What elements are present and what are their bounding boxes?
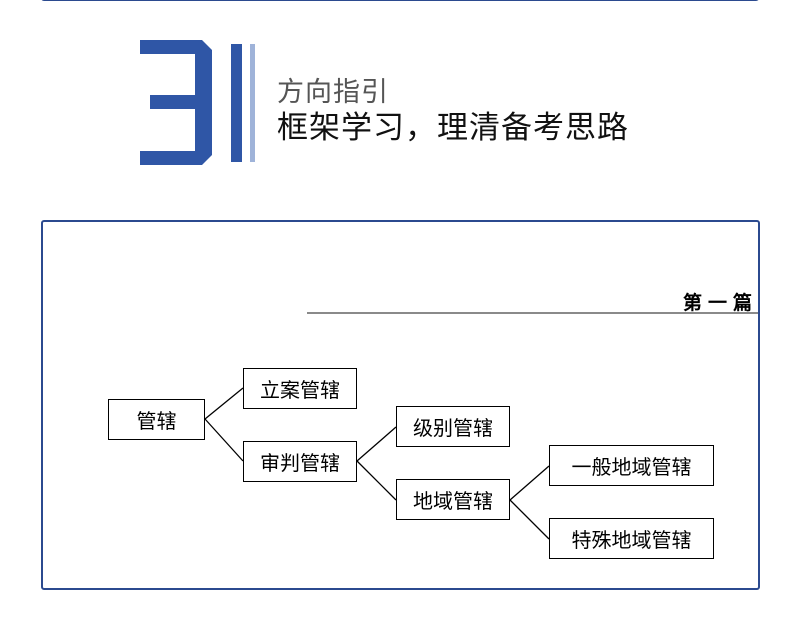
node-trial-jurisdiction: 审判管辖 [243, 441, 357, 482]
node-level-jurisdiction: 级别管辖 [396, 406, 510, 447]
connector-trial-territorial [356, 460, 397, 501]
connector-territorial-special [509, 499, 550, 540]
node-general-territorial-jurisdiction: 一般地域管辖 [549, 445, 714, 486]
connector-root-trial [204, 418, 244, 462]
chapter-heading: 第一篇 [683, 292, 759, 314]
connector-trial-level [356, 426, 397, 462]
connector-root-case [204, 387, 244, 420]
diagram-connectors [204, 387, 550, 540]
section-subtitle: 方向指引 [277, 77, 389, 108]
node-special-territorial-jurisdiction: 特殊地域管辖 [549, 518, 714, 559]
framework-panel: 第一篇 管辖 立案管辖 审判管辖 级别管辖 地域管辖 一般地域管辖 特殊地域管辖 [41, 220, 760, 590]
accent-bar-light [250, 44, 255, 162]
top-frame-border [41, 0, 759, 1]
connector-territorial-general [509, 465, 550, 501]
heading-rule [307, 312, 758, 314]
number-three-glyph [140, 40, 212, 165]
accent-bar-dark [231, 44, 242, 162]
section-number-graphic [140, 40, 215, 169]
node-case-filing-jurisdiction: 立案管辖 [243, 368, 357, 409]
node-territorial-jurisdiction: 地域管辖 [396, 479, 510, 520]
section-title: 框架学习，理清备考思路 [277, 110, 629, 146]
node-jurisdiction: 管辖 [108, 399, 205, 440]
